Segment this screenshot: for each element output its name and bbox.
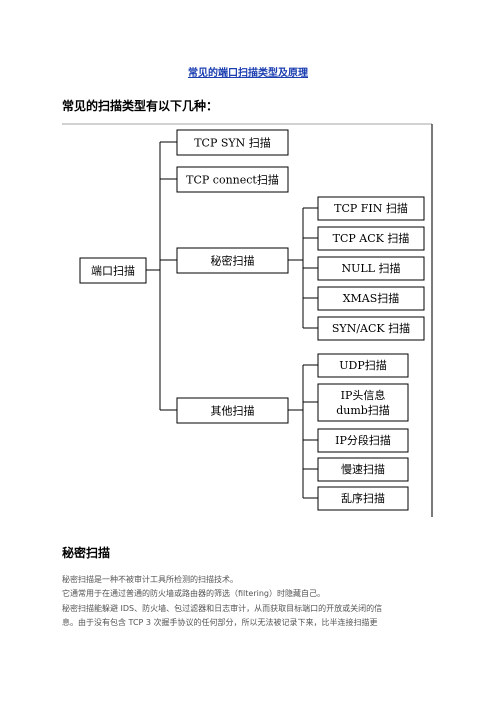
node-null: NULL 扫描 [317, 256, 425, 281]
svg-text:IP头信息: IP头信息 [341, 388, 386, 402]
svg-text:TCP ACK 扫描: TCP ACK 扫描 [333, 231, 410, 245]
node-tcp-fin: TCP FIN 扫描 [317, 196, 425, 221]
svg-text:其他扫描: 其他扫描 [211, 404, 255, 418]
svg-text:UDP扫描: UDP扫描 [339, 358, 387, 372]
paragraph-line: 秘密扫描是一种不被审计工具所检测的扫描技术。 [62, 575, 238, 584]
svg-text:IP分段扫描: IP分段扫描 [335, 433, 391, 447]
svg-text:慢速扫描: 慢速扫描 [341, 462, 385, 476]
node-secret-scan: 秘密扫描 [176, 247, 289, 274]
section-heading: 秘密扫描 [62, 546, 111, 560]
node-root: 端口扫描 [79, 257, 147, 284]
svg-text:XMAS扫描: XMAS扫描 [343, 291, 400, 305]
svg-text:dumb扫描: dumb扫描 [336, 403, 390, 417]
paragraph-line: 息。由于没有包含 TCP 3 次握手协议的任何部分，所以无法被记录下来，比半连接… [62, 618, 378, 627]
node-slow-scan: 慢速扫描 [317, 457, 409, 482]
node-tcp-connect: TCP connect扫描 [176, 166, 289, 193]
node-syn-ack: SYN/ACK 扫描 [317, 316, 425, 341]
svg-text:秘密扫描: 秘密扫描 [211, 254, 255, 268]
node-tcp-ack: TCP ACK 扫描 [317, 226, 425, 251]
svg-text:NULL 扫描: NULL 扫描 [341, 261, 400, 275]
svg-text:端口扫描: 端口扫描 [91, 264, 135, 278]
intro-heading: 常见的扫描类型有以下几种： [62, 99, 219, 113]
svg-text:TCP FIN 扫描: TCP FIN 扫描 [334, 201, 408, 215]
svg-text:乱序扫描: 乱序扫描 [341, 491, 385, 505]
paragraph-line: 秘密扫描能躲避 IDS、防火墙、包过滤器和日志审计，从而获取目标端口的开放或关闭… [62, 604, 383, 613]
node-ip-fragment: IP分段扫描 [317, 428, 409, 453]
document-title: 常见的端口扫描类型及原理 [188, 68, 308, 79]
svg-text:TCP connect扫描: TCP connect扫描 [186, 173, 279, 187]
node-udp: UDP扫描 [317, 353, 409, 378]
node-ip-header-dumb: IP头信息 dumb扫描 [317, 383, 409, 422]
svg-text:SYN/ACK 扫描: SYN/ACK 扫描 [332, 321, 410, 335]
node-random-order: 乱序扫描 [317, 486, 409, 511]
node-xmas: XMAS扫描 [317, 286, 425, 311]
node-other-scan: 其他扫描 [176, 397, 289, 424]
svg-text:TCP SYN 扫描: TCP SYN 扫描 [194, 136, 271, 150]
node-tcp-syn: TCP SYN 扫描 [176, 129, 289, 156]
paragraph-line: 它通常用于在通过普通的防火墙或路由器的筛选（filtering）时隐藏自己。 [62, 589, 325, 598]
